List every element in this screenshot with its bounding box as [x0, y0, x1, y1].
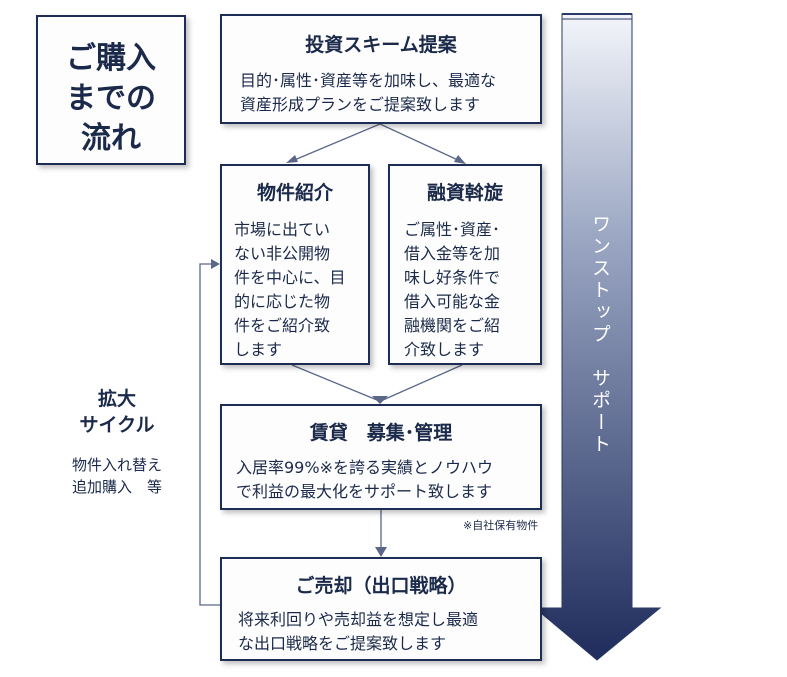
one-stop-support-label: ワンストップ サポート [589, 214, 611, 456]
step-financing-title: 融資斡旋 [426, 182, 503, 204]
step-leasing-body: 入居率99%※を誇る実績とノウハウ で利益の最大化をサポート致します [236, 458, 493, 501]
cycle-subtitle: 物件入れ替え 追加購入 等 [71, 456, 162, 496]
arrowhead-financing [454, 155, 466, 164]
arrowhead-cycle [211, 259, 220, 269]
flow-title: ご購入 までの 流れ [66, 41, 156, 156]
flow-title-box: ご購入 までの 流れ [36, 15, 186, 165]
step-proposal-body: 目的･属性･資産等を加味し、最適な 資産形成プランをご提案致します [240, 71, 497, 114]
step-property-body: 市場に出てい ない非公開物 件を中心に、目 的に応じた物 件をご紹介致 します [234, 220, 346, 359]
connector-financing-leasing [382, 364, 463, 401]
step-leasing: 賃貸 募集･管理 入居率99%※を誇る実績とノウハウ で利益の最大化をサポート致… [220, 404, 542, 510]
arrowhead-sale [375, 547, 387, 557]
cycle-title: 拡大 サイクル [79, 388, 155, 436]
step-leasing-title: 賃貸 募集･管理 [309, 422, 453, 444]
step-financing: 融資斡旋 ご属性･資産･ 借入金等を加 味し好条件で 借入可能な金 融機関をご紹… [388, 164, 542, 365]
connector-proposal-property [291, 123, 381, 162]
one-stop-support-arrow [533, 13, 662, 661]
cycle-loop-line [199, 263, 221, 606]
step-property: 物件紹介 市場に出てい ない非公開物 件を中心に、目 的に応じた物 件をご紹介致… [220, 164, 370, 365]
step-financing-body: ご属性･資産･ 借入金等を加 味し好条件で 借入可能な金 融機関をご紹 介致しま… [404, 220, 501, 359]
arrowhead-property [286, 155, 298, 163]
step-proposal-title: 投資スキーム提案 [305, 34, 457, 56]
step-proposal: 投資スキーム提案 目的･属性･資産等を加味し、最適な 資産形成プランをご提案致し… [220, 14, 542, 124]
footnote: ※自社保有物件 [463, 519, 539, 532]
step-sale-title: ご売却（出口戦略） [295, 575, 467, 597]
step-property-title: 物件紹介 [256, 182, 333, 204]
step-sale-body: 将来利回りや売却益を想定し最適 な出口戦略をご提案致します [238, 610, 479, 653]
step-sale: ご売却（出口戦略） 将来利回りや売却益を想定し最適 な出口戦略をご提案致します [220, 557, 542, 661]
connector-property-leasing [291, 364, 378, 401]
arrowhead-leasing [372, 396, 388, 404]
connector-proposal-financing [379, 123, 461, 162]
cycle-label: 拡大 サイクル 物件入れ替え 追加購入 等 [52, 386, 182, 498]
